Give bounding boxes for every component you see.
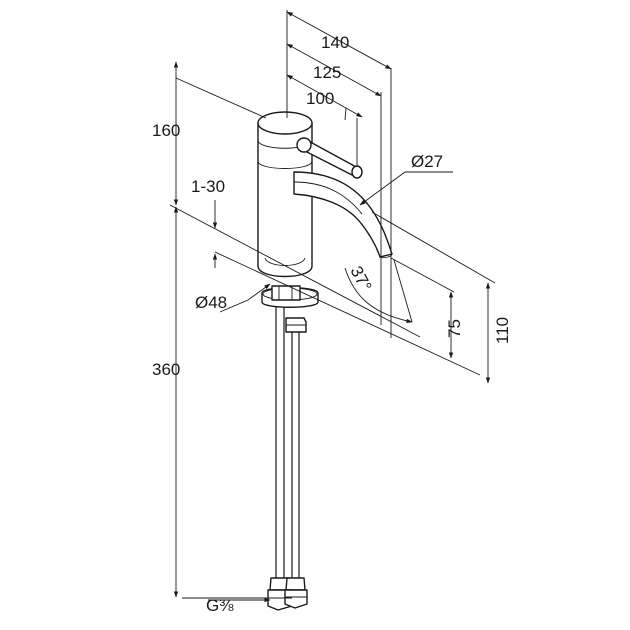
- dim-label-75: 75: [445, 319, 464, 338]
- faucet-lever: [296, 137, 363, 179]
- dim-label-diameter-27: Ø27: [411, 152, 443, 171]
- dim-label-1-30: 1-30: [191, 177, 225, 196]
- dim-label-140: 140: [321, 33, 349, 52]
- dim-label-thread: G⅜: [206, 596, 234, 615]
- dim-label-diameter-48: Ø48: [195, 293, 227, 312]
- dim-label-360: 360: [152, 360, 180, 379]
- thread-connectors: [267, 577, 308, 611]
- supply-hoses: [275, 302, 307, 579]
- dimension-lines: [173, 10, 491, 603]
- dim-label-100: 100: [306, 89, 334, 108]
- faucet-body: [257, 111, 313, 278]
- mounting-plate: [261, 285, 319, 308]
- dimension-labels: 140 125 100 160 1-30 Ø27 Ø48 37° 75 110 …: [152, 33, 512, 615]
- dim-label-110: 110: [493, 317, 512, 344]
- extension-lines: [169, 77, 496, 599]
- dim-label-angle-37: 37°: [346, 263, 375, 295]
- faucet-outline: [257, 111, 393, 611]
- dim-label-125: 125: [313, 63, 341, 82]
- dim-label-160: 160: [152, 121, 180, 140]
